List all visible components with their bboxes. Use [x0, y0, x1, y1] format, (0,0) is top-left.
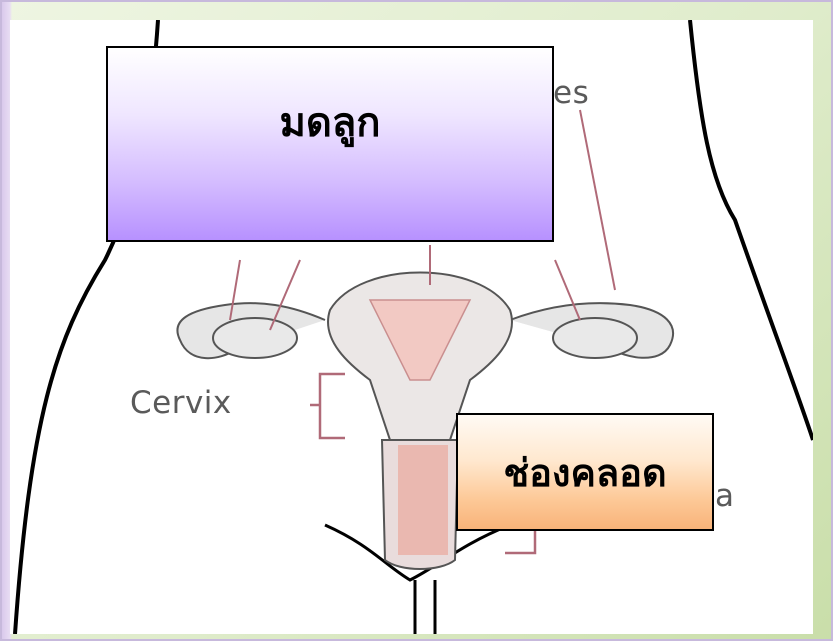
left-ovary	[213, 318, 297, 358]
vagina-callout-box: ช่องคลอด	[456, 413, 714, 531]
body-outline-right	[690, 20, 813, 440]
vagina-label-fragment: a	[715, 478, 735, 514]
tubes-label-fragment: es	[553, 75, 589, 111]
uterus-callout-box: มดลูก	[106, 46, 554, 242]
vaginal-lumen	[398, 445, 448, 555]
right-ovary	[553, 318, 637, 358]
cervix-bracket	[310, 374, 345, 438]
cervix-label: Cervix	[130, 385, 232, 421]
vagina-callout-text: ช่องคลอด	[503, 442, 666, 503]
uterus-callout-text: มดลูก	[279, 90, 380, 154]
